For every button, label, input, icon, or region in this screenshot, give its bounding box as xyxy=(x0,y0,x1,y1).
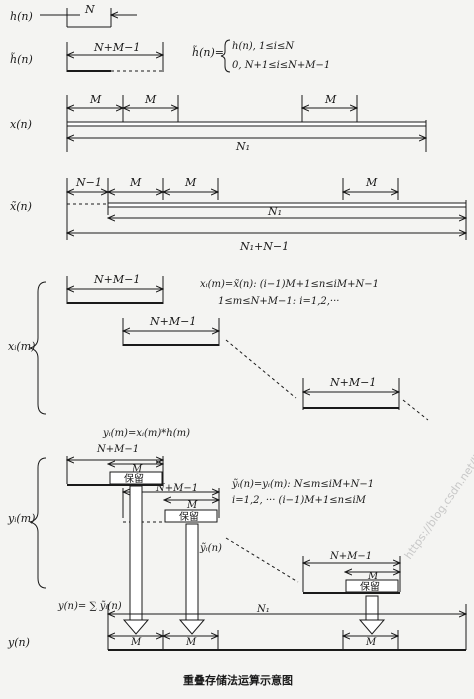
x-tilde-n1-label: N₁ xyxy=(267,205,282,218)
y-seg1-label: M xyxy=(130,637,142,648)
y-seg3-label: M xyxy=(365,637,377,648)
row-label-h-tilde: h̃(n) xyxy=(10,53,33,66)
xi-brace xyxy=(29,281,47,415)
row-label-y: y(n) xyxy=(7,636,30,649)
xi-formula-line1: xᵢ(m)=x̃(n): (i−1)M+1≤n≤iM+N−1 xyxy=(200,279,379,290)
yt-formula-line1: ỹᵢ(n)=yᵢ(m): N≤m≤iM+N−1 xyxy=(231,479,374,490)
xi-seg1-label: N+M−1 xyxy=(93,273,140,286)
yi-segn-M-label: M xyxy=(367,571,379,582)
yi-segn-keep-label: 保留 xyxy=(360,580,380,593)
x-row: M M M N₁ xyxy=(67,93,426,153)
yi-segment-2: N+M−1 M 保留 xyxy=(123,483,219,523)
x-tilde-row: N−1 M M M N₁ N₁+N−1 xyxy=(67,176,466,253)
yi-convolution-formula: yᵢ(m)=xᵢ(m)*h(m) xyxy=(102,428,190,439)
xi-segn-label: N+M−1 xyxy=(329,376,376,389)
yi-seg1-keep-label: 保留 xyxy=(124,472,144,485)
yi-seg2-keep-label: 保留 xyxy=(179,510,199,523)
xi-continuation xyxy=(225,339,297,399)
yi-segment-1: M 保留 xyxy=(67,456,163,486)
yt-formula-line2: i=1,2, ··· (i−1)M+1≤n≤iM xyxy=(232,495,367,506)
xi-seg2-label: N+M−1 xyxy=(149,315,196,328)
x-seg3-label: M xyxy=(324,93,337,106)
yi-seg2-M-label: M xyxy=(186,500,198,511)
arrow-head-2 xyxy=(178,619,206,635)
x-tilde-seg3-label: M xyxy=(365,176,378,189)
yi-seg2-length-label: N+M−1 xyxy=(155,483,198,494)
y-n1-label: N₁ xyxy=(256,604,270,615)
row-label-xi: xᵢ(m) xyxy=(8,340,35,353)
h-tilde-case2: 0, N+1≤i≤N+M−1 xyxy=(232,60,330,71)
arrow-head-3 xyxy=(358,619,386,635)
watermark: https://blog.csdn.net/linbian1168 xyxy=(402,405,474,562)
arrow-shaft-1 xyxy=(129,485,143,621)
yi-segn-length-label: N+M−1 xyxy=(329,551,372,562)
yi-seg2-keep-box xyxy=(164,509,218,523)
row-label-x-tilde: x̃(n) xyxy=(10,200,32,213)
xi-segment-1: N+M−1 xyxy=(67,273,163,304)
row-label-x: x(n) xyxy=(10,118,32,131)
x-tilde-seg2-label: M xyxy=(184,176,197,189)
x-seg1-label: M xyxy=(89,93,102,106)
yi-tilde-side-label: ỹᵢ(n) xyxy=(199,543,222,554)
yi-continuation xyxy=(225,537,299,583)
yi-seg1-M-label: M xyxy=(131,464,143,475)
row-label-yi: yᵢ(m) xyxy=(7,512,35,525)
arrow-head-1 xyxy=(122,619,150,635)
arrow-shaft-2 xyxy=(185,523,199,621)
h-length-label: N xyxy=(84,3,95,16)
h-row: N xyxy=(40,3,137,28)
yi-segment-n: N+M−1 M 保留 xyxy=(303,551,400,594)
h-tilde-formula-lhs: h̃(n)= xyxy=(192,46,224,59)
xi-formula-line2: 1≤m≤N+M−1: i=1,2,··· xyxy=(218,296,339,307)
xi-segment-2: N+M−1 xyxy=(123,315,219,346)
row-label-h: h(n) xyxy=(10,10,33,23)
xi-segment-n: N+M−1 xyxy=(303,376,429,421)
yi-brace xyxy=(29,457,47,589)
h-tilde-case1: h(n), 1≤i≤N xyxy=(232,41,295,52)
h-tilde-length-label: N+M−1 xyxy=(93,41,140,54)
x-tilde-prefix-label: N−1 xyxy=(75,176,102,189)
h-tilde-formula-brace xyxy=(220,39,231,73)
y-seg2-label: M xyxy=(185,637,197,648)
y-row: N₁ M M M xyxy=(108,604,466,651)
y-sum-formula: y(n)= ∑ ỹᵢ(n) xyxy=(57,601,122,612)
yi-seg1-length-label: N+M−1 xyxy=(96,444,139,455)
x-tilde-total-label: N₁+N−1 xyxy=(239,240,289,253)
x-tilde-seg1-label: M xyxy=(129,176,142,189)
x-length-label: N₁ xyxy=(235,140,250,153)
figure-caption: 重叠存储法运算示意图 xyxy=(183,673,293,687)
x-seg2-label: M xyxy=(144,93,157,106)
transfer-arrows xyxy=(122,485,386,635)
arrow-shaft-3 xyxy=(365,595,379,621)
h-tilde-formula: h̃(n)= h(n), 1≤i≤N 0, N+1≤i≤N+M−1 xyxy=(192,39,330,73)
h-tilde-row: N+M−1 xyxy=(67,41,163,72)
